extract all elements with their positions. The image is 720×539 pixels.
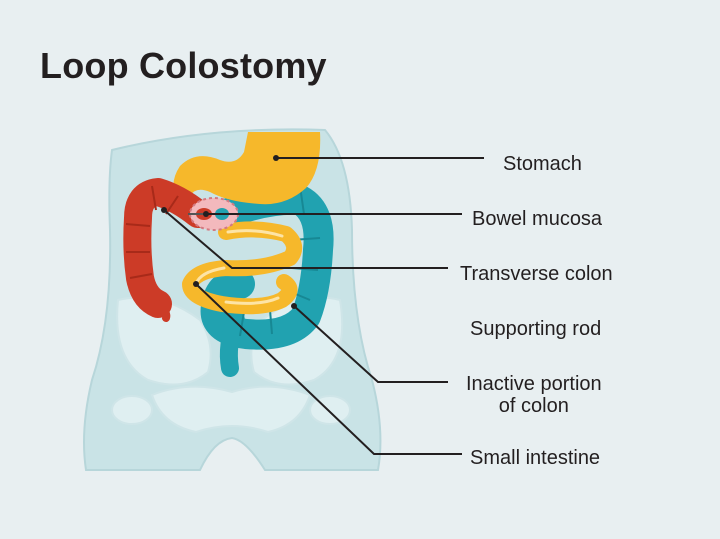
leader-small-intestine	[195, 283, 462, 455]
active-colon-segments	[125, 185, 179, 279]
leader-inactive-colon	[293, 305, 448, 383]
label-stomach: Stomach	[503, 153, 582, 175]
label-inactive-portion-line2: of colon	[498, 395, 569, 417]
leader-line-dots	[161, 155, 297, 309]
label-bowel-mucosa: Bowel mucosa	[472, 208, 603, 230]
label-supporting-rod: Supporting rod	[470, 318, 602, 340]
leader-transverse-colon	[163, 209, 448, 269]
label-inactive-portion-of-colon: Inactive portion of colon	[466, 373, 602, 417]
diagram-title: Loop Colostomy	[40, 45, 327, 86]
label-small-intestine: Small intestine	[470, 447, 601, 469]
leader-lines	[163, 157, 484, 455]
label-transverse-colon: Transverse colon	[460, 263, 613, 285]
active-colon	[123, 178, 212, 322]
stomach-shape	[173, 132, 321, 205]
small-intestine-shape	[182, 221, 303, 315]
label-inactive-portion-line1: Inactive portion	[466, 373, 602, 395]
